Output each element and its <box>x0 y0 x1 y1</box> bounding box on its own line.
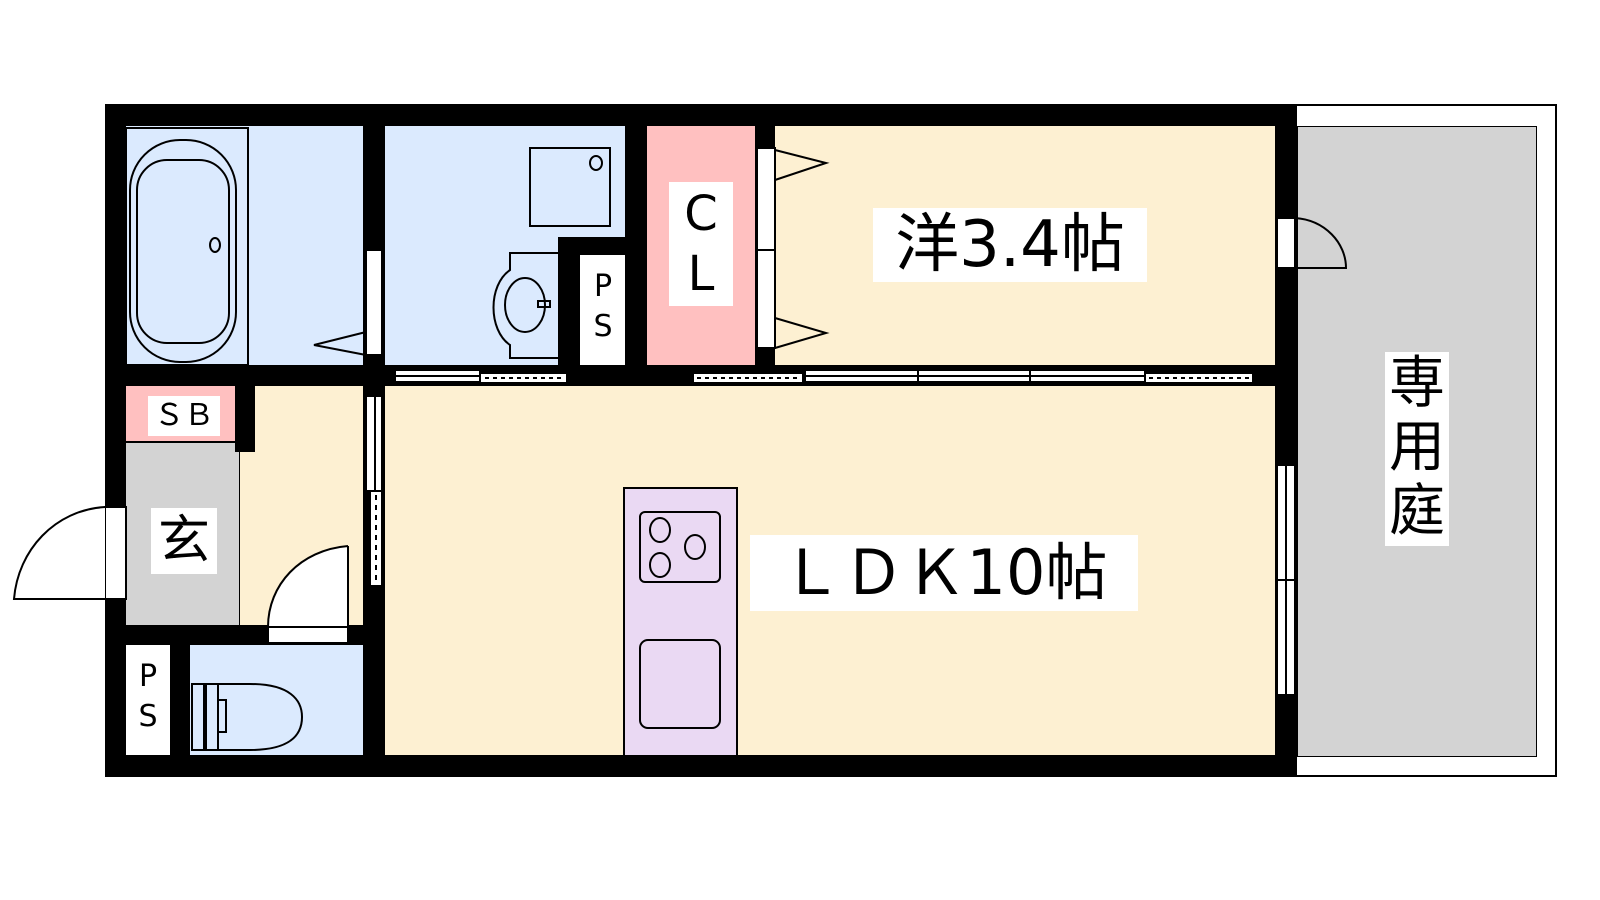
garden-label-2: 用 <box>1389 415 1445 480</box>
ps-top-label: P S <box>583 272 623 352</box>
garden-label-3: 庭 <box>1389 479 1445 544</box>
bathtub-inner <box>136 159 230 344</box>
bathroom <box>126 126 363 365</box>
toilet-icon <box>205 683 304 751</box>
entrance-label: 玄 <box>151 508 217 574</box>
ps-bottom-p: P <box>138 659 158 694</box>
ps-top-p: P <box>593 269 613 304</box>
closet-label-c: C <box>684 186 718 242</box>
washer-icon <box>529 147 611 227</box>
shoe-box-label: ＳＢ <box>148 396 220 436</box>
ps-bottom-label: P S <box>128 662 168 742</box>
garden-label: 専 用 庭 <box>1385 352 1449 546</box>
kitchen-sink-icon <box>639 639 721 729</box>
garden-label-1: 専 <box>1389 351 1445 416</box>
closet-label: C L <box>669 182 733 306</box>
ps-bottom-s: S <box>138 699 158 734</box>
kitchen-counter <box>623 487 738 755</box>
sink-icon <box>492 252 558 359</box>
bathtub-icon <box>125 127 249 366</box>
ps-top-s: S <box>593 309 613 344</box>
stove-icon <box>639 511 721 583</box>
sb-wall <box>235 386 255 452</box>
bathtub-outer <box>129 139 237 363</box>
western-room-label: 洋3.4帖 <box>873 208 1147 282</box>
ldk-label: ＬＤＫ10帖 <box>750 535 1138 611</box>
closet-label-l: L <box>687 246 715 302</box>
